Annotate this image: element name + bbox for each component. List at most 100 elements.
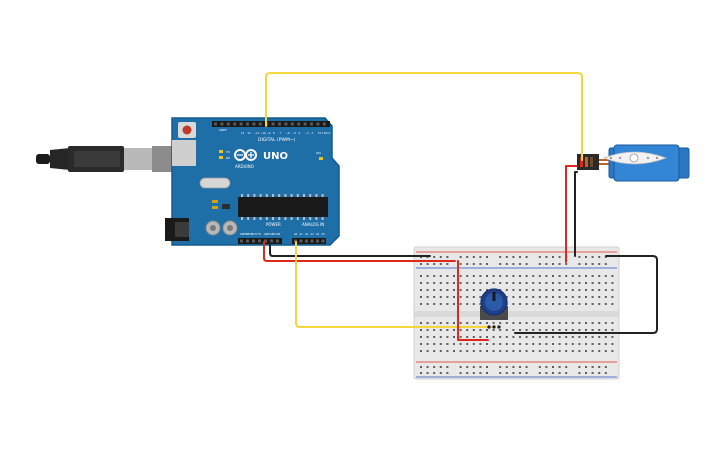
breadboard-hole[interactable] [545, 303, 548, 305]
analog-pin[interactable] [321, 239, 325, 243]
breadboard-hole[interactable] [453, 322, 455, 324]
breadboard-hole[interactable] [578, 256, 581, 258]
breadboard-hole[interactable] [433, 296, 436, 298]
wire-a0-pot[interactable] [295, 241, 495, 328]
breadboard-hole[interactable] [552, 256, 554, 258]
breadboard-hole[interactable] [420, 336, 422, 338]
breadboard-hole[interactable] [598, 289, 601, 291]
breadboard-hole[interactable] [565, 303, 568, 305]
breadboard-hole[interactable] [446, 343, 449, 345]
breadboard-hole[interactable] [538, 303, 541, 305]
breadboard-hole[interactable] [611, 282, 614, 284]
breadboard-hole[interactable] [472, 296, 475, 298]
breadboard-hole[interactable] [558, 282, 561, 284]
breadboard-hole[interactable] [472, 366, 475, 368]
breadboard-hole[interactable] [446, 336, 449, 338]
breadboard-hole[interactable] [466, 256, 469, 258]
breadboard-hole[interactable] [519, 289, 521, 291]
breadboard-hole[interactable] [439, 282, 442, 284]
breadboard-hole[interactable] [598, 350, 601, 352]
breadboard-hole[interactable] [433, 289, 436, 291]
breadboard-hole[interactable] [505, 336, 508, 338]
breadboard-hole[interactable] [420, 282, 422, 284]
breadboard-hole[interactable] [578, 350, 581, 352]
breadboard-hole[interactable] [545, 282, 548, 284]
breadboard-hole[interactable] [519, 350, 521, 352]
header-pin[interactable] [290, 122, 294, 126]
breadboard-hole[interactable] [552, 372, 554, 374]
breadboard-hole[interactable] [466, 372, 469, 374]
breadboard-hole[interactable] [472, 289, 475, 291]
breadboard-hole[interactable] [479, 329, 482, 331]
breadboard-hole[interactable] [439, 372, 442, 374]
breadboard-hole[interactable] [446, 372, 449, 374]
breadboard-hole[interactable] [565, 282, 568, 284]
breadboard-hole[interactable] [446, 289, 449, 291]
breadboard-hole[interactable] [459, 343, 462, 345]
breadboard-hole[interactable] [479, 322, 482, 324]
breadboard-hole[interactable] [552, 350, 554, 352]
header-pin[interactable] [239, 122, 243, 126]
breadboard-hole[interactable] [453, 336, 455, 338]
breadboard-hole[interactable] [558, 343, 561, 345]
breadboard-hole[interactable] [439, 343, 442, 345]
breadboard-hole[interactable] [499, 275, 502, 277]
breadboard-hole[interactable] [578, 322, 581, 324]
breadboard[interactable] [413, 246, 620, 380]
breadboard-hole[interactable] [604, 263, 607, 265]
power-pin[interactable] [246, 239, 249, 243]
breadboard-hole[interactable] [486, 256, 488, 258]
breadboard-hole[interactable] [552, 343, 554, 345]
breadboard-hole[interactable] [545, 343, 548, 345]
breadboard-hole[interactable] [492, 275, 495, 277]
breadboard-hole[interactable] [525, 329, 528, 331]
breadboard-hole[interactable] [492, 322, 495, 324]
breadboard-hole[interactable] [604, 350, 607, 352]
breadboard-hole[interactable] [538, 263, 541, 265]
header-pin[interactable] [246, 122, 249, 126]
breadboard-hole[interactable] [499, 256, 502, 258]
breadboard-hole[interactable] [578, 336, 581, 338]
breadboard-hole[interactable] [479, 350, 482, 352]
breadboard-hole[interactable] [571, 329, 574, 331]
breadboard-hole[interactable] [479, 282, 482, 284]
breadboard-hole[interactable] [565, 329, 568, 331]
breadboard-hole[interactable] [492, 282, 495, 284]
breadboard-hole[interactable] [591, 282, 594, 284]
breadboard-hole[interactable] [492, 343, 495, 345]
breadboard-hole[interactable] [532, 282, 535, 284]
breadboard-hole[interactable] [499, 366, 502, 368]
breadboard-hole[interactable] [466, 329, 469, 331]
breadboard-hole[interactable] [591, 303, 594, 305]
breadboard-hole[interactable] [519, 275, 521, 277]
breadboard-hole[interactable] [538, 322, 541, 324]
breadboard-hole[interactable] [591, 343, 594, 345]
breadboard-hole[interactable] [591, 336, 594, 338]
wire-servo-minus[interactable] [574, 171, 578, 257]
breadboard-hole[interactable] [499, 263, 502, 265]
breadboard-hole[interactable] [453, 275, 455, 277]
breadboard-hole[interactable] [426, 322, 429, 324]
breadboard-hole[interactable] [486, 322, 488, 324]
breadboard-hole[interactable] [525, 275, 528, 277]
breadboard-hole[interactable] [538, 275, 541, 277]
breadboard-hole[interactable] [532, 275, 535, 277]
breadboard-hole[interactable] [538, 343, 541, 345]
breadboard-hole[interactable] [552, 275, 554, 277]
header-pin[interactable] [214, 122, 217, 126]
breadboard-hole[interactable] [604, 329, 607, 331]
breadboard-hole[interactable] [512, 343, 515, 345]
breadboard-hole[interactable] [571, 303, 574, 305]
breadboard-hole[interactable] [499, 322, 502, 324]
breadboard-hole[interactable] [538, 336, 541, 338]
breadboard-hole[interactable] [472, 303, 475, 305]
breadboard-hole[interactable] [446, 329, 449, 331]
breadboard-hole[interactable] [545, 263, 548, 265]
breadboard-hole[interactable] [532, 343, 535, 345]
breadboard-hole[interactable] [578, 296, 581, 298]
breadboard-hole[interactable] [453, 289, 455, 291]
breadboard-hole[interactable] [446, 275, 449, 277]
breadboard-hole[interactable] [492, 329, 495, 331]
breadboard-hole[interactable] [558, 329, 561, 331]
breadboard-hole[interactable] [505, 350, 508, 352]
